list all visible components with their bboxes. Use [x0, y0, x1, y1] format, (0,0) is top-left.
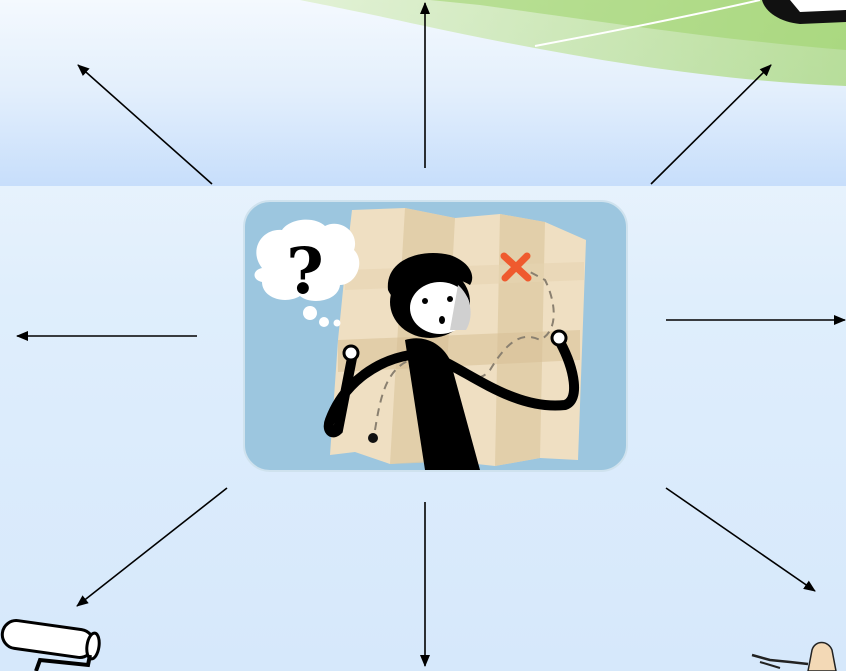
arrow-south-west [77, 488, 227, 606]
paint-roller-icon [0, 619, 100, 671]
pointing-hand-icon [752, 643, 836, 671]
arrow-south-east [666, 488, 815, 591]
arrow-north-west [78, 65, 212, 184]
question-mark-icon: ? [286, 234, 324, 309]
green-swoosh-decoration [300, 0, 846, 86]
arrow-north-east [651, 65, 771, 184]
center-picture: ? [244, 201, 627, 471]
